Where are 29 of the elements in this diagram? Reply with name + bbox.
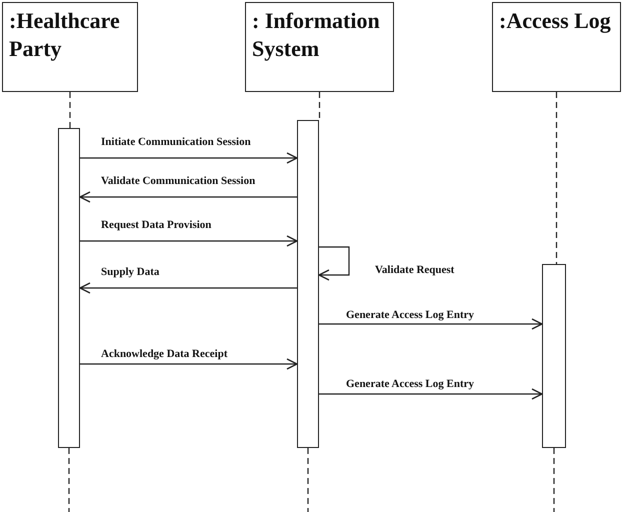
- lifeline: [556, 92, 558, 264]
- message-arrow: [79, 191, 297, 203]
- lifeline: [307, 448, 309, 512]
- message-label: Generate Access Log Entry: [345, 309, 475, 322]
- lifeline: [553, 448, 555, 512]
- activation-bar: [58, 128, 80, 448]
- message-arrow: [80, 152, 298, 164]
- lifeline: [318, 92, 320, 120]
- activation-bar: [542, 264, 566, 448]
- message-arrow: [319, 318, 543, 330]
- lifeline: [68, 448, 70, 512]
- lifeline: [69, 92, 71, 128]
- lifeline-head-box: [2, 2, 138, 92]
- message-label: Validate Request: [374, 264, 456, 277]
- lifeline-head-box: [492, 2, 621, 92]
- lifeline-head-box: [245, 2, 394, 92]
- object-name: :Healthcare Party: [9, 7, 121, 63]
- message-label: Acknowledge Data Receipt: [100, 348, 228, 361]
- self-message-arrow: [318, 246, 350, 281]
- message-label: Request Data Provision: [100, 219, 212, 232]
- message-label: Supply Data: [100, 266, 160, 279]
- message-arrow: [80, 358, 298, 370]
- message-arrow: [319, 388, 543, 400]
- message-label: Generate Access Log Entry: [345, 378, 475, 391]
- message-arrow: [80, 235, 298, 247]
- message-arrow: [79, 282, 297, 294]
- object-name: :Access Log: [499, 7, 612, 35]
- object-name: : Information System: [252, 7, 381, 63]
- activation-bar: [297, 120, 319, 448]
